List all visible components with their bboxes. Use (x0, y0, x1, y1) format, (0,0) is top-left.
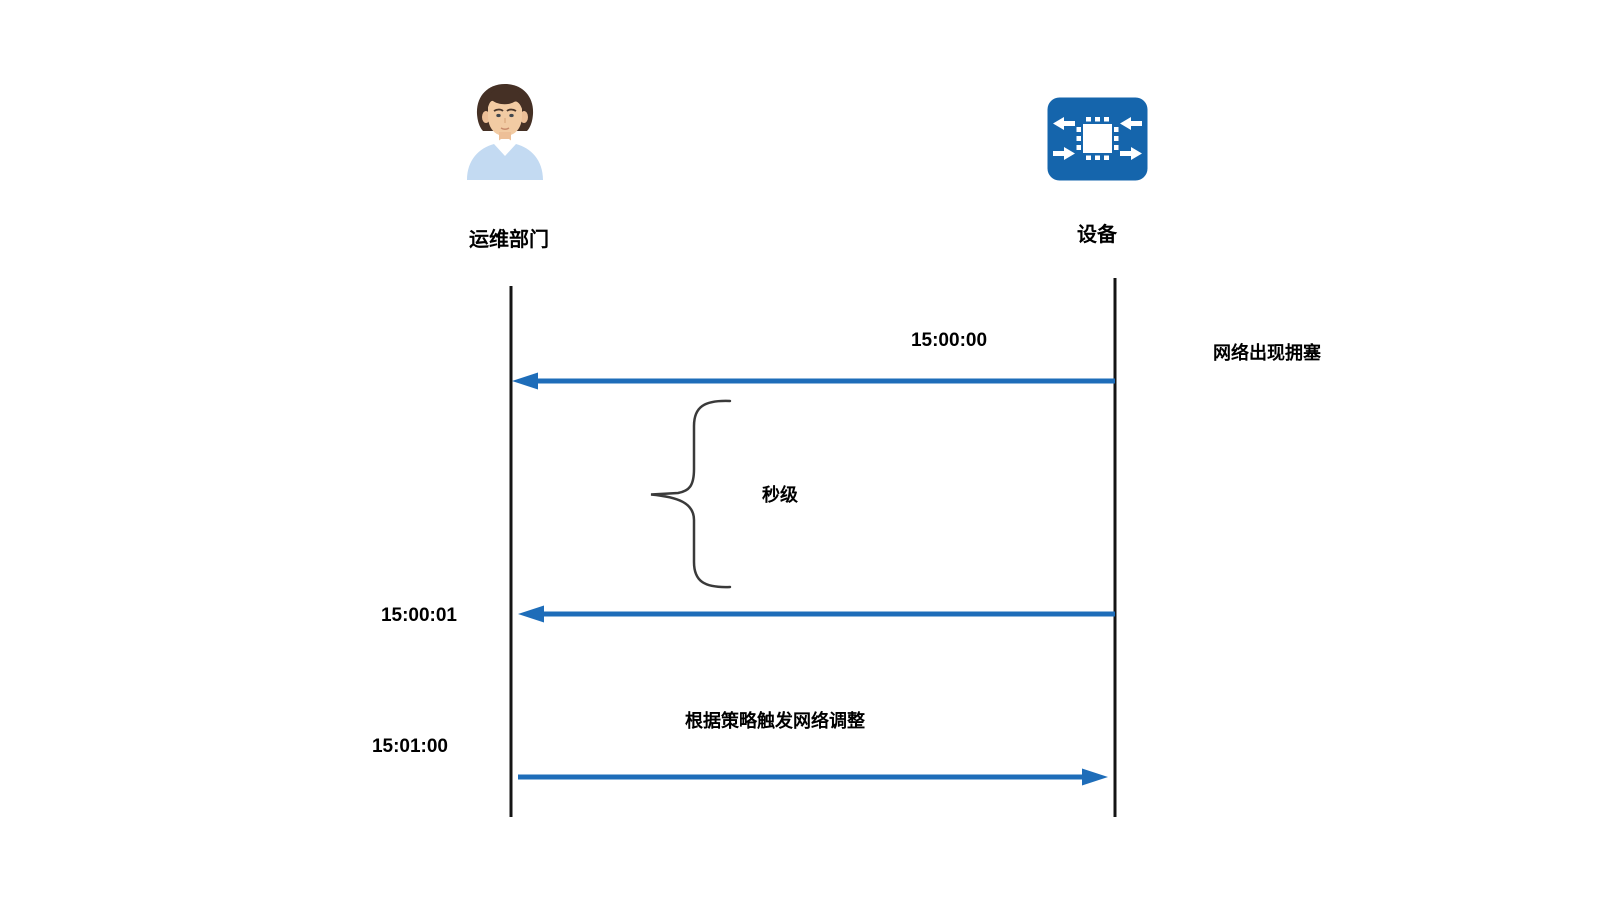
flow-arrow-left-out (1053, 117, 1075, 130)
chip-square (1083, 124, 1112, 153)
chip-pin (1076, 136, 1081, 141)
ops-actor-label: 运维部门 (469, 229, 549, 251)
chip-pin (1095, 117, 1100, 122)
device-actor (1047, 97, 1148, 181)
avatar-eye-right (509, 113, 514, 118)
avatar-hair-front (486, 87, 524, 112)
avatar-body (467, 144, 543, 180)
avatar-eye-left (496, 113, 501, 118)
message-1-time: 15:00:00 (910, 330, 988, 351)
flow-arrow-right-out (1120, 147, 1142, 160)
interval-brace (650, 399, 732, 589)
message-2-time: 15:00:01 (380, 605, 457, 626)
message-arrow-3-head (1082, 768, 1108, 786)
network-device-icon (1047, 97, 1148, 181)
device-actor-label: 设备 (1077, 224, 1117, 246)
message-3-time: 15:01:00 (371, 736, 448, 757)
chip-pin (1104, 117, 1109, 122)
chip-pin (1076, 127, 1081, 132)
chip-pin (1086, 117, 1091, 122)
message-arrow-2-head (518, 605, 544, 623)
person-avatar-icon (467, 84, 543, 180)
avatar-eyebrow-left (493, 108, 504, 112)
avatar-collar (497, 139, 513, 154)
brace-label: 秒级 (762, 485, 798, 505)
ops-actor (457, 80, 553, 180)
chip-pin (1114, 145, 1119, 150)
message-3-label: 根据策略触发网络调整 (685, 711, 865, 731)
avatar-mouth (500, 127, 510, 130)
flow-arrow-right-in (1120, 117, 1142, 130)
message-arrow-1-head (512, 372, 538, 390)
flow-arrow-left-in (1053, 147, 1075, 160)
message-1-note: 网络出现拥塞 (1213, 343, 1321, 363)
chip-pin (1076, 145, 1081, 150)
avatar-eyebrow-right (506, 108, 517, 112)
chip-pin (1114, 127, 1119, 132)
chip-pin (1095, 155, 1100, 160)
chip-pin (1114, 136, 1119, 141)
chip-pin (1086, 155, 1091, 160)
chip-pin (1104, 155, 1109, 160)
